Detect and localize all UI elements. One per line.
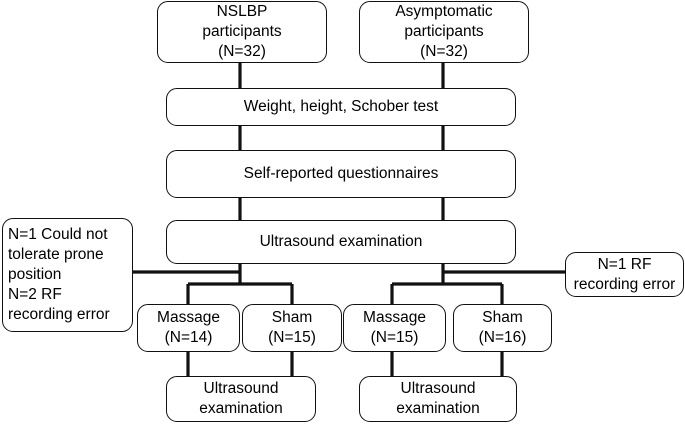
ultrasound-left-box: Ultrasound examination [166,376,316,422]
ultrasound-right-box: Ultrasound examination [359,376,517,422]
measures-text: Weight, height, Schober test [243,98,439,115]
right-exclusion-box: N=1 RF recording error [565,252,684,297]
questionnaires-box: Self-reported questionnaires [166,150,516,198]
massage-left-text: Massage (N=14) [157,309,220,346]
asymptomatic-participants-text: Asymptomatic participants (N=32) [395,3,493,60]
measures-box: Weight, height, Schober test [166,88,516,126]
ultrasound-right-text: Ultrasound examination [396,380,480,417]
sham-left-box: Sham (N=15) [242,304,342,352]
massage-right-box: Massage (N=15) [343,304,446,352]
ultrasound-examination-box: Ultrasound examination [166,220,516,264]
questionnaires-text: Self-reported questionnaires [243,165,439,182]
asymptomatic-participants-box: Asymptomatic participants (N=32) [359,1,529,63]
sham-right-box: Sham (N=16) [453,304,552,352]
nslbp-participants-text: NSLBP participants (N=32) [202,3,282,60]
ultrasound-examination-text: Ultrasound examination [259,233,423,250]
sham-right-text: Sham (N=16) [478,309,527,346]
massage-left-box: Massage (N=14) [137,304,240,352]
ultrasound-left-text: Ultrasound examination [199,380,283,417]
sham-left-text: Sham (N=15) [268,309,316,346]
right-exclusion-text: N=1 RF recording error [573,255,676,293]
nslbp-participants-box: NSLBP participants (N=32) [157,1,327,63]
left-exclusion-box: N=1 Could not tolerate prone position N=… [2,218,133,332]
massage-right-text: Massage (N=15) [363,309,426,346]
left-exclusion-text: N=1 Could not tolerate prone position N=… [8,226,110,323]
